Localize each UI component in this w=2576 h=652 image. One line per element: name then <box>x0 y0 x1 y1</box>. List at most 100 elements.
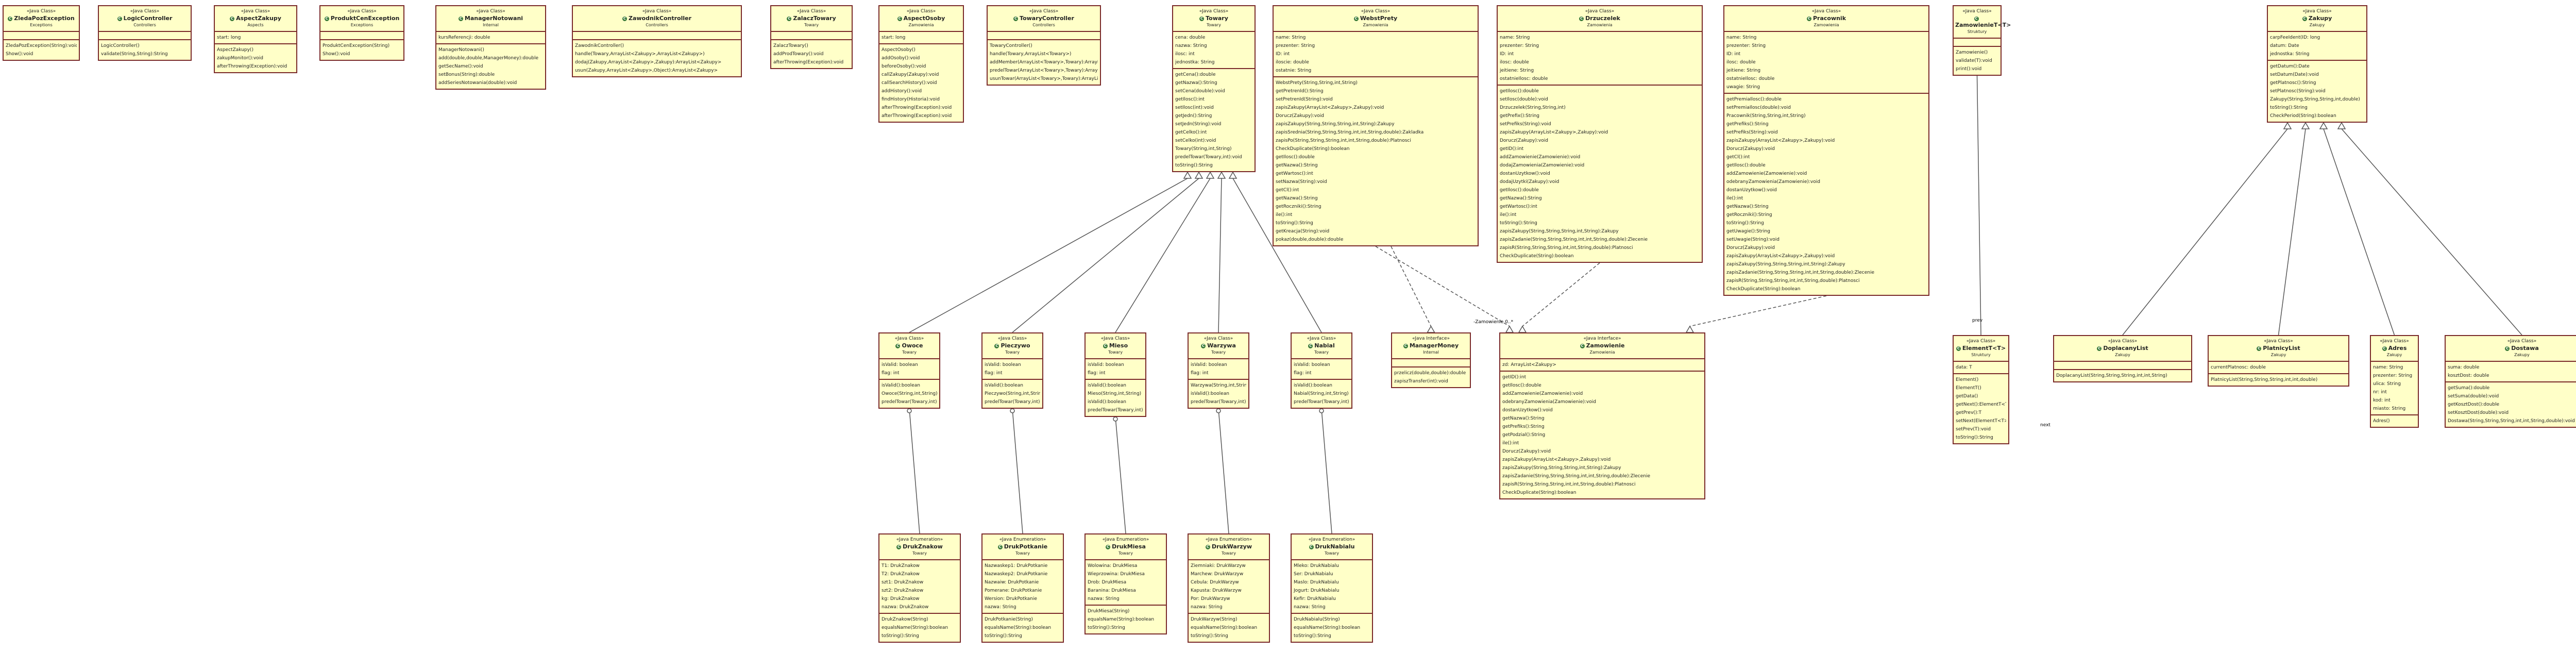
field: Pomerane: DrukPotkanie <box>985 588 1042 593</box>
method: afterThrowing(Exception):void <box>882 105 952 110</box>
class-icon: C <box>2505 346 2510 351</box>
method: equalsName(String):boolean <box>882 625 948 630</box>
method: DoplacanyList(String,String,String,int,i… <box>2056 373 2167 378</box>
class-name-text: ElementT<T> <box>1962 345 2006 352</box>
association-end <box>907 408 912 413</box>
class-name-text: ZledaPozException <box>14 15 75 22</box>
class-icon: C <box>2382 346 2387 351</box>
method: getKreacja(String):void <box>1276 229 1330 234</box>
method: DrukPotkanie(String) <box>985 617 1033 622</box>
method: validate(T):void <box>1956 58 1992 63</box>
class-stereotype: «Java Class» <box>997 336 1027 341</box>
method: toString():String <box>1191 633 1228 639</box>
field: ilosc: int <box>1175 52 1195 57</box>
class-icon: C <box>2302 16 2307 21</box>
method: Adres() <box>2373 419 2390 424</box>
class-stereotype: «Java Class» <box>347 9 377 14</box>
class-package: Towary <box>1108 350 1123 355</box>
field: Nazwaskep1: DrukPotkanie <box>985 563 1048 569</box>
class-stereotype: «Java Class» <box>130 9 160 14</box>
field: T2: DrukZnakow <box>882 572 920 577</box>
method: print():void <box>1956 66 1982 72</box>
method: getCl():int <box>1276 188 1299 193</box>
class-package: Internal <box>1423 350 1439 355</box>
field: ostatnieIlosc: double <box>1500 76 1548 81</box>
class-icon: C <box>230 16 235 21</box>
method: Drzuczelek(String,String,int) <box>1500 105 1566 110</box>
field: ulica: String <box>2373 381 2401 387</box>
method: getIlosc():double <box>1500 188 1539 193</box>
method: setKosztDost(double):void <box>2448 410 2509 415</box>
class-name-text: Mieso <box>1109 342 1128 349</box>
method: zapisR(String,String,String,int,int,Stri… <box>1726 278 1860 283</box>
association-end <box>1216 408 1221 413</box>
method: toString():String <box>882 633 919 639</box>
class-name: CZamowienieT<T> <box>1955 15 2011 28</box>
class-package: Zakupy <box>2115 353 2130 357</box>
fields-section: zd: ArrayList<Zakupy> <box>1500 359 1704 372</box>
realization-arrow <box>1427 325 1435 333</box>
method: DrukWarzyw(String) <box>1191 617 1238 622</box>
method: handle(Towary,ArrayList<Zakupy>,ArrayLis… <box>575 52 705 57</box>
method: getJedn():String <box>1175 113 1212 119</box>
class-package: Aspects <box>247 23 264 27</box>
method: getNazwa():String <box>1502 416 1545 421</box>
field: nazwa: String <box>1191 605 1223 610</box>
field: Kefir: DrukNabialu <box>1294 596 1336 601</box>
method: PlatnicyList(String,String,String,int,in… <box>2211 377 2318 382</box>
field: iloscie: double <box>1276 60 1309 65</box>
class-icon: C <box>994 344 999 348</box>
methods-section: DrukNabialu(String)equalsName(String):bo… <box>1292 614 1372 642</box>
method: ZawodnikController() <box>575 43 624 48</box>
field: Wersion: DrukPotkanie <box>985 596 1037 601</box>
field: uwagie: String <box>1726 85 1760 90</box>
field: nazwa: String <box>985 605 1016 610</box>
